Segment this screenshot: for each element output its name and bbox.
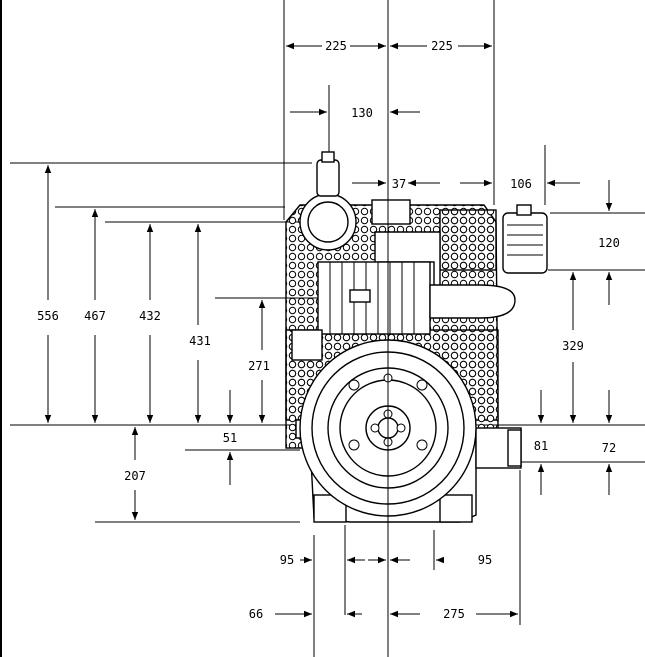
dim-top-left: 225 [325,39,347,53]
dimension-arrows [44,42,613,618]
dim-offset: 130 [351,106,373,120]
dim-below-b: 207 [124,469,146,483]
fuel-tank [502,212,548,274]
dim-height-c: 432 [139,309,161,323]
dim-small: 37 [392,177,406,191]
dim-height-a: 556 [37,309,59,323]
dimension-labels: 225 225 130 37 106 120 556 467 432 431 2… [37,39,620,621]
dim-height-e: 271 [248,359,270,373]
engine [285,151,548,523]
dim-bottom-right: 95 [478,553,492,567]
exhaust-pipe [429,284,516,319]
dim-tank-offset: 106 [510,177,532,191]
dim-height-d: 431 [189,334,211,348]
dim-tank-height: 120 [598,236,620,250]
cylinder-barrel [317,261,431,335]
dim-bottom-left: 95 [280,553,294,567]
dim-right-b: 81 [534,439,548,453]
dim-right-c: 72 [602,441,616,455]
dim-base-left: 66 [249,607,263,621]
dim-right-a: 329 [562,339,584,353]
dim-height-b: 467 [84,309,106,323]
dim-below-a: 51 [223,431,237,445]
dim-top-right: 225 [431,39,453,53]
dim-base-right: 275 [443,607,465,621]
